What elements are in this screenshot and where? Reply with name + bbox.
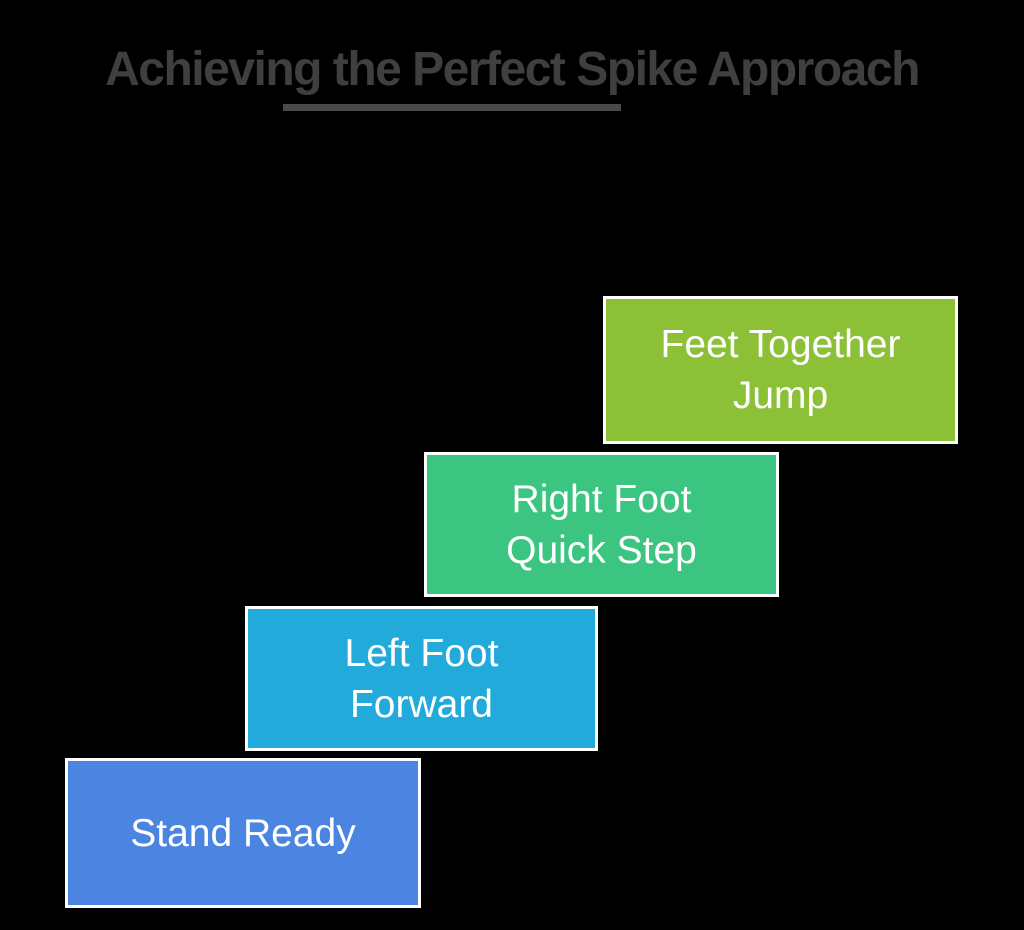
step-label-line: Forward [349, 682, 494, 726]
step-stand-ready: Stand Ready [65, 758, 421, 908]
step-label-line: Left Foot [344, 631, 499, 675]
step-label-line: Right Foot [511, 477, 692, 521]
step-feet-together-jump: Feet Together Jump [603, 296, 958, 444]
title-underline-accent [283, 104, 621, 111]
step-left-foot-forward: Left Foot Forward [245, 606, 598, 751]
page-title: Achieving the Perfect Spike Approach [105, 43, 920, 96]
step-label-line: Jump [732, 374, 829, 417]
step-label-line: Stand Ready [130, 811, 356, 855]
step-right-foot-quick-step: Right Foot Quick Step [424, 452, 779, 597]
step-label-line: Feet Together [660, 323, 901, 366]
step-label-line: Quick Step [506, 528, 697, 572]
